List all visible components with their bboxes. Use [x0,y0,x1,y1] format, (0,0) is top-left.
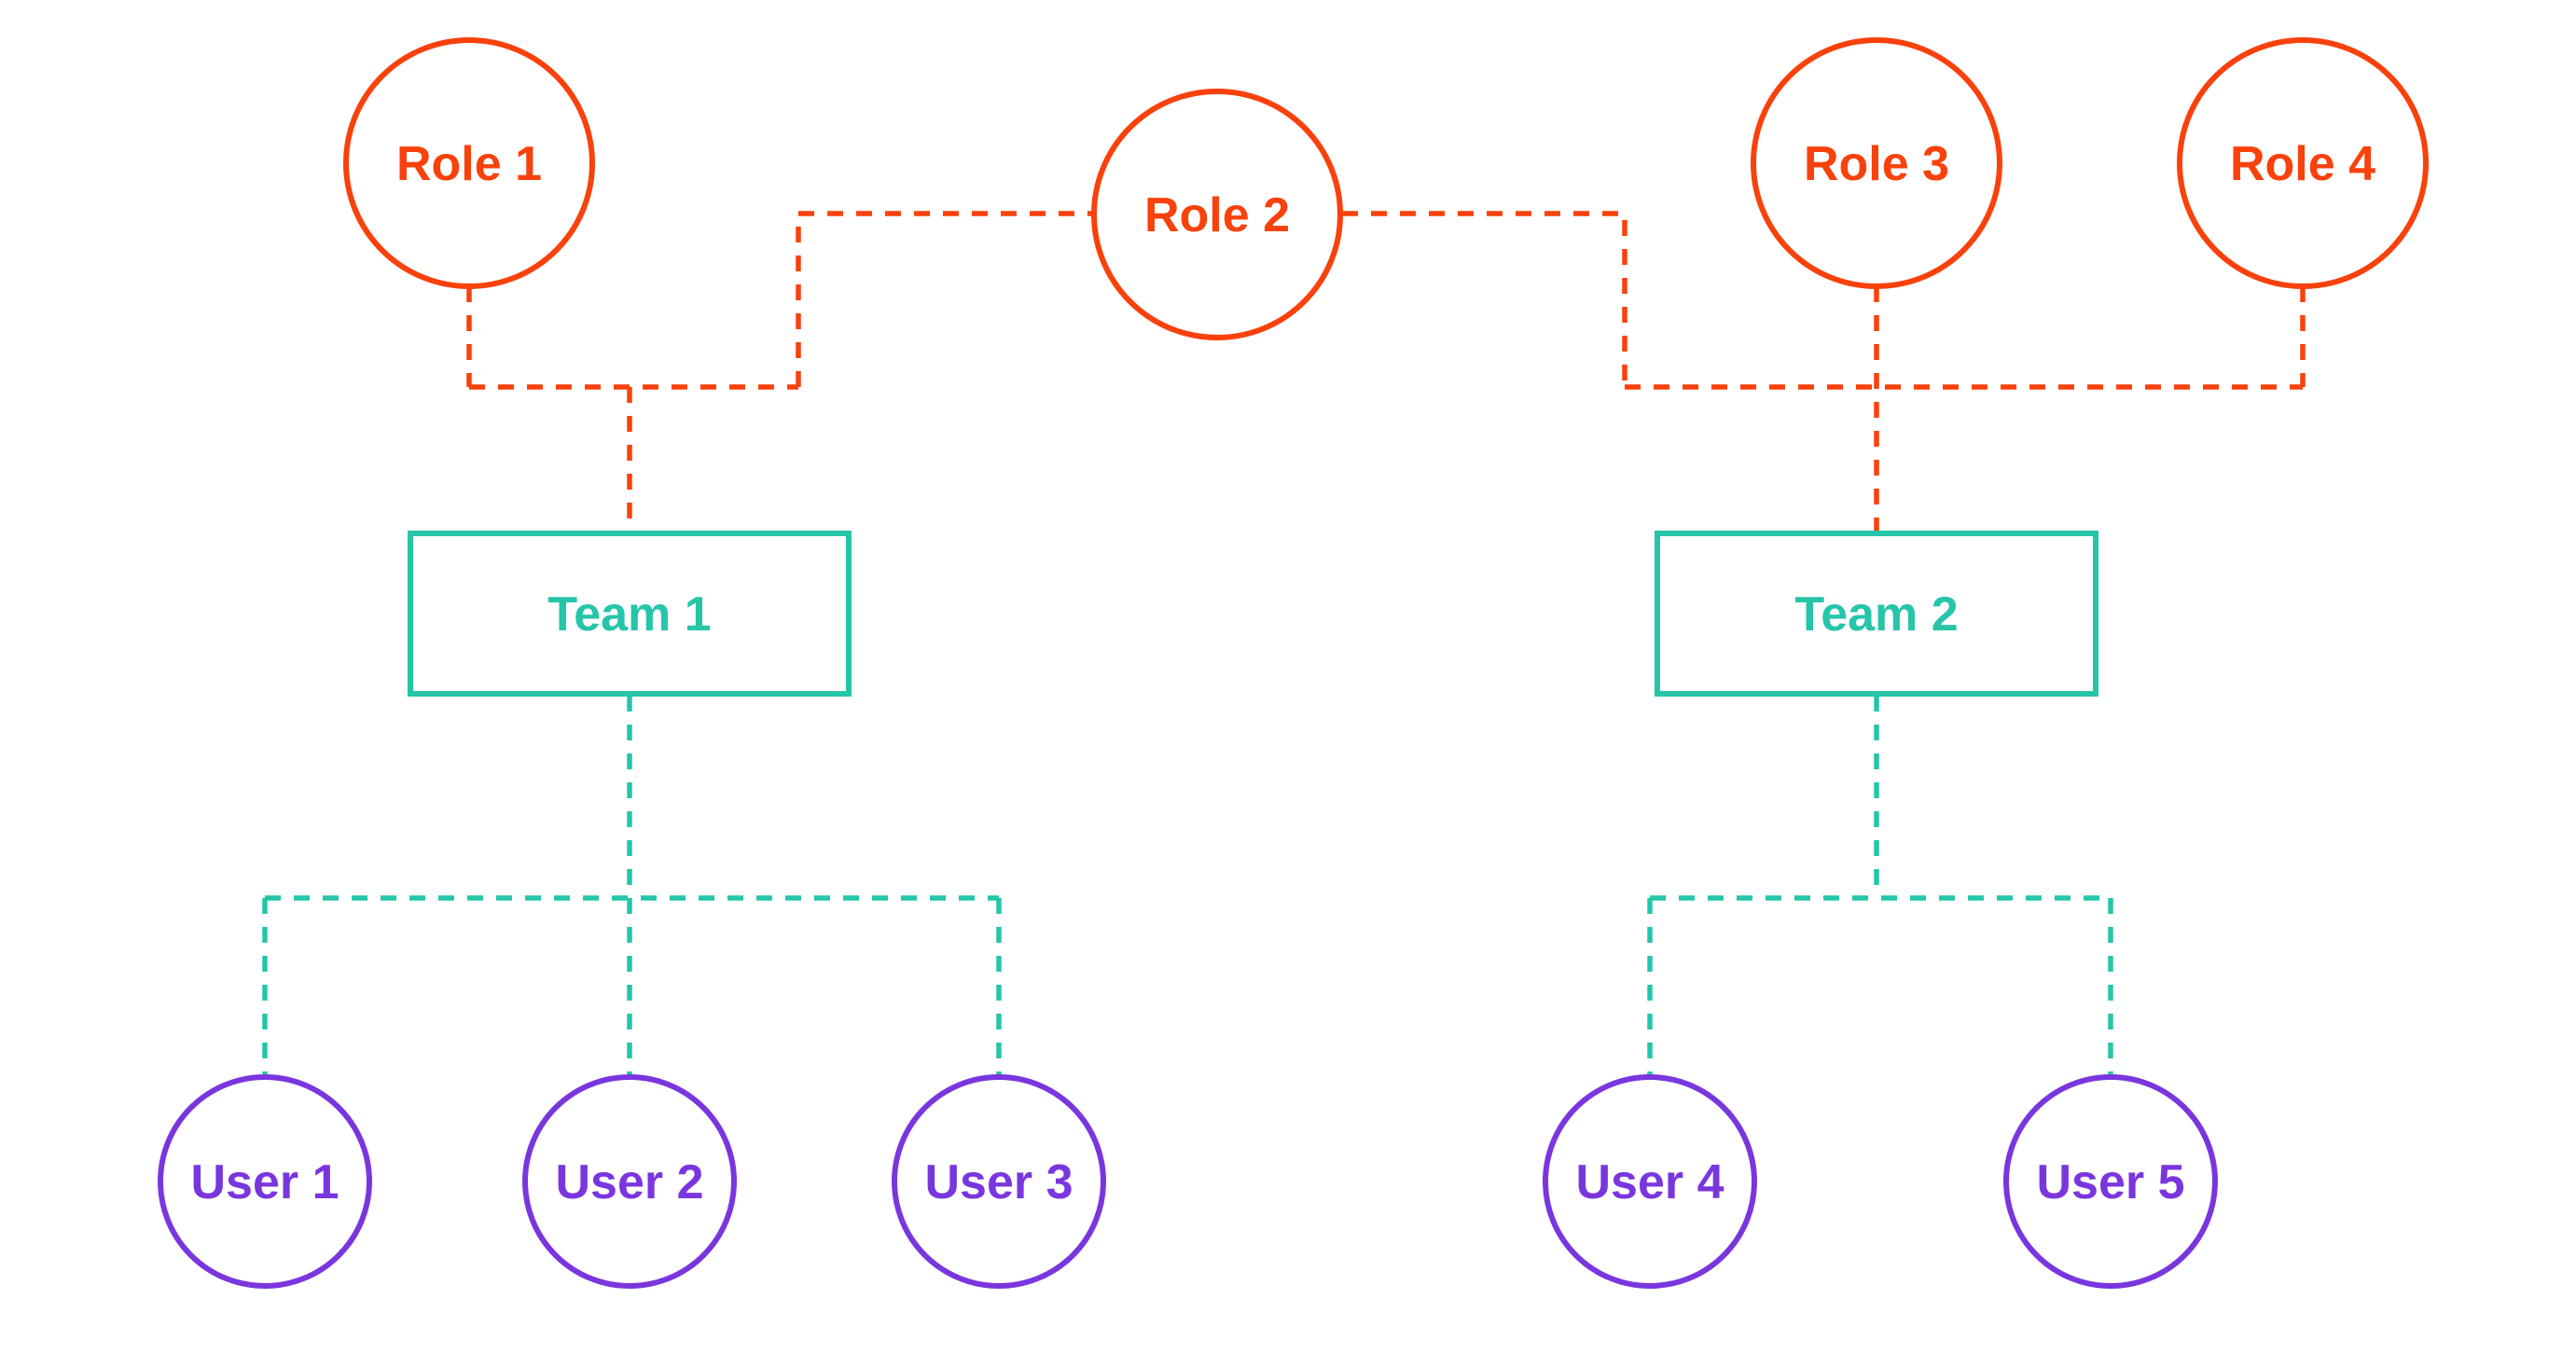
team-1-label: Team 1 [547,587,711,642]
role-2-label: Role 2 [1144,188,1290,242]
team-2-label: Team 2 [1794,587,1958,642]
connector-role2-left-elbow [796,211,1092,387]
role-4-circle [2177,37,2429,289]
user-1-node: User 1 [158,1074,372,1289]
role-3-label: Role 3 [1804,137,1949,191]
user-3-circle [892,1074,1106,1289]
user-1-label: User 1 [191,1155,339,1209]
team-1-rect [408,531,852,697]
role-3-node: Role 3 [1751,37,2002,289]
user-4-node: User 4 [1543,1074,1757,1289]
user-4-circle [1543,1074,1757,1289]
role-2-node: Role 2 [1091,89,1343,340]
team-1-node: Team 1 [408,531,852,697]
user-4-label: User 4 [1576,1155,1724,1209]
role-2-circle [1091,89,1343,340]
team-2-node: Team 2 [1655,531,2098,697]
role-4-label: Role 4 [2230,137,2375,191]
user-2-circle [522,1074,737,1289]
role-3-circle [1751,37,2002,289]
role-1-node: Role 1 [343,37,595,289]
user-1-circle [158,1074,372,1289]
user-5-label: User 5 [2037,1155,2185,1209]
team-2-rect [1655,531,2098,697]
connector-role2-right-elbow [1342,211,1627,387]
user-2-node: User 2 [522,1074,737,1289]
role-1-label: Role 1 [396,137,542,191]
role-4-node: Role 4 [2177,37,2429,289]
user-3-node: User 3 [892,1074,1106,1289]
user-5-node: User 5 [2003,1074,2218,1289]
user-2-label: User 2 [556,1155,704,1209]
user-5-circle [2003,1074,2218,1289]
role-1-circle [343,37,595,289]
user-3-label: User 3 [925,1155,1073,1209]
